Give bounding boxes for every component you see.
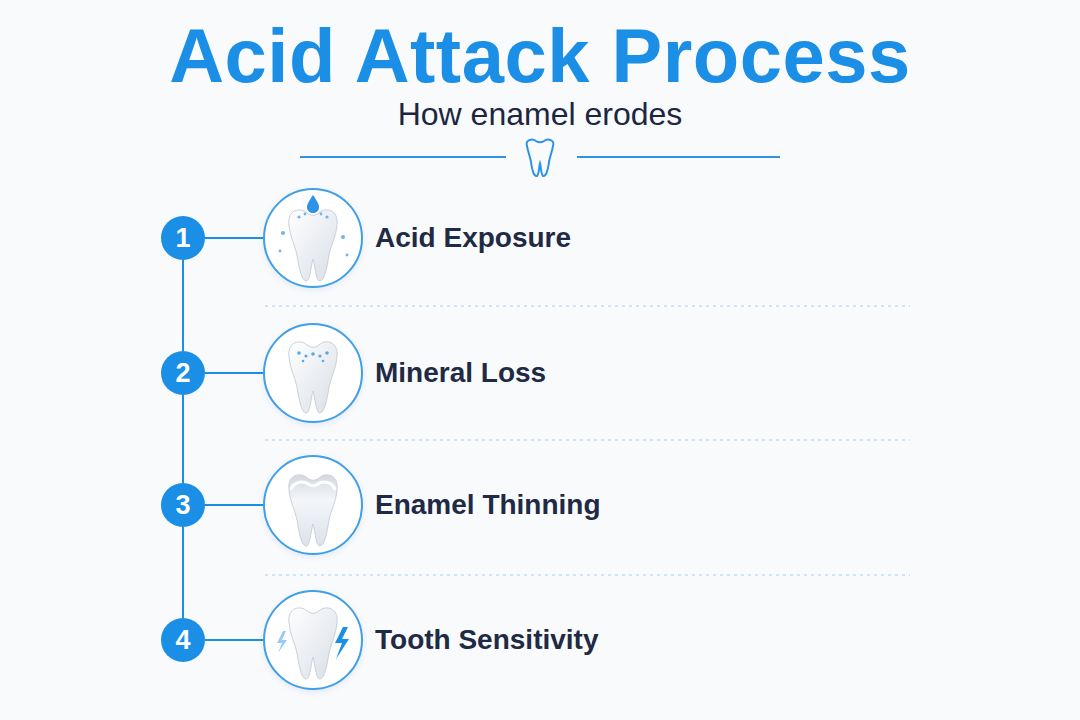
- connector-line: [205, 372, 263, 374]
- row-separator: [265, 305, 910, 306]
- subtitle: How enamel erodes: [0, 96, 1080, 133]
- step-title: Acid Exposure: [375, 222, 571, 254]
- divider-line: [300, 156, 506, 158]
- step-number-circle: 1: [161, 216, 205, 260]
- step-title: Enamel Thinning: [375, 489, 601, 521]
- row-separator: [265, 439, 910, 440]
- connector-line: [205, 237, 263, 239]
- connector-line: [205, 504, 263, 506]
- tooth-emblem: [527, 140, 554, 176]
- step-number-circle: 4: [161, 618, 205, 662]
- step-number-circle: 3: [161, 483, 205, 527]
- connector-line: [205, 639, 263, 641]
- row-separator: [265, 574, 910, 575]
- divider-line: [577, 156, 780, 158]
- step-icon-circle: Acid Exposure: [263, 188, 363, 288]
- step-icon-circle: Mineral Loss: [263, 323, 363, 423]
- step-icon-circle: Enamel Thinning: [263, 455, 363, 555]
- diagram-title: Acid Attack Process: [0, 12, 1080, 99]
- connector-line: [182, 527, 184, 618]
- step-title: Mineral Loss: [375, 357, 546, 389]
- callout-number: 2: [175, 358, 190, 389]
- step-number-circle: 2: [161, 351, 205, 395]
- connector-line: [182, 395, 184, 483]
- step-icon-circle: Tooth Sensitivity: [263, 590, 363, 690]
- row-separators: [265, 306, 910, 575]
- connector-line: [182, 260, 184, 351]
- callout-number: 3: [175, 490, 190, 521]
- callout-number: 1: [175, 223, 190, 254]
- callout-number: 4: [175, 625, 190, 656]
- step-title: Tooth Sensitivity: [375, 624, 599, 656]
